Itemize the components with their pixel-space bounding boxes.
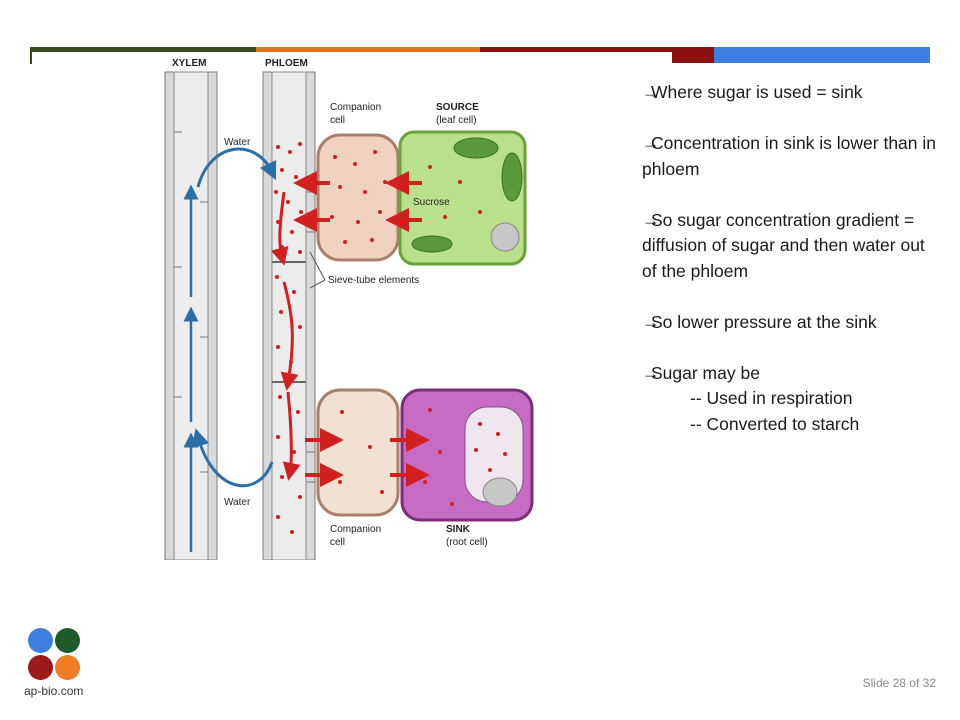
- bar-segment-darkred: [480, 47, 672, 52]
- companion-top-label-1: Companion: [330, 102, 381, 113]
- companion-bottom-label-2: cell: [330, 537, 345, 548]
- bar-segment-green: [30, 47, 256, 52]
- sink-label-2: (root cell): [446, 537, 488, 548]
- logo-dot-orange: [55, 655, 80, 680]
- source-label-1: SOURCE: [436, 102, 479, 113]
- water-bottom-label: Water: [224, 497, 251, 508]
- companion-cell-bottom: [316, 388, 400, 517]
- bullet-list: →Where sugar is used = sink →Concentrati…: [642, 80, 942, 463]
- loading-arrows: [293, 171, 422, 232]
- sink-label-1: SINK: [446, 524, 471, 535]
- phloem-flow-arrows: [270, 191, 301, 481]
- bar-segment-darkred-block: [672, 47, 714, 63]
- bar-segment-orange: [256, 47, 480, 52]
- water-top-label: Water: [224, 137, 251, 148]
- source-label-2: (leaf cell): [436, 115, 477, 126]
- arrow-icon: →: [642, 82, 660, 102]
- phloem-label: PHLOEM: [265, 58, 308, 69]
- logo-dot-red: [28, 655, 53, 680]
- unloading-arrows: [305, 428, 430, 487]
- bar-left-tick: [30, 47, 32, 64]
- sieve-label-leaders: [309, 251, 326, 289]
- sink-root-cell: [400, 388, 534, 522]
- slide-number: Slide 28 of 32: [862, 676, 936, 690]
- arrow-icon: →: [642, 362, 660, 383]
- ap-bio-logo: [28, 628, 84, 684]
- bullet-1: →Where sugar is used = sink: [642, 80, 942, 106]
- phloem-sugar-dots: [274, 142, 303, 534]
- bullet-3: →So sugar concentration gradient = diffu…: [642, 209, 925, 281]
- sucrose-label: Sucrose: [413, 197, 450, 208]
- source-leaf-cell: [398, 130, 527, 266]
- arrow-icon: →: [642, 133, 660, 153]
- phloem-transport-diagram: XYLEM PHLOEM Companion cell SOURCE (leaf…: [164, 58, 534, 560]
- bullet-4: →So lower pressure at the sink: [642, 310, 942, 336]
- water-arcs: [191, 147, 277, 488]
- logo-text: ap-bio.com: [24, 684, 84, 698]
- bullet-5: →Sugar may be -- Used in respiration -- …: [642, 361, 942, 438]
- companion-top-label-2: cell: [330, 115, 345, 126]
- bullet-2: →Concentration in sink is lower than in …: [642, 133, 937, 179]
- companion-cell-top: [316, 133, 400, 262]
- arrow-icon: →: [642, 209, 660, 230]
- sieve-tube-label: Sieve-tube elements: [328, 275, 419, 286]
- arrow-icon: →: [642, 311, 660, 332]
- xylem-label: XYLEM: [172, 58, 206, 69]
- top-color-bar: [30, 47, 930, 64]
- bullet-5-sub-2: -- Converted to starch: [690, 413, 860, 434]
- logo-dot-blue: [28, 628, 53, 653]
- logo-dot-green: [55, 628, 80, 653]
- bullet-5-sub-1: -- Used in respiration: [690, 388, 853, 408]
- companion-bottom-label-1: Companion: [330, 524, 381, 535]
- phloem-tube: [262, 71, 316, 560]
- bar-segment-blue: [714, 47, 930, 63]
